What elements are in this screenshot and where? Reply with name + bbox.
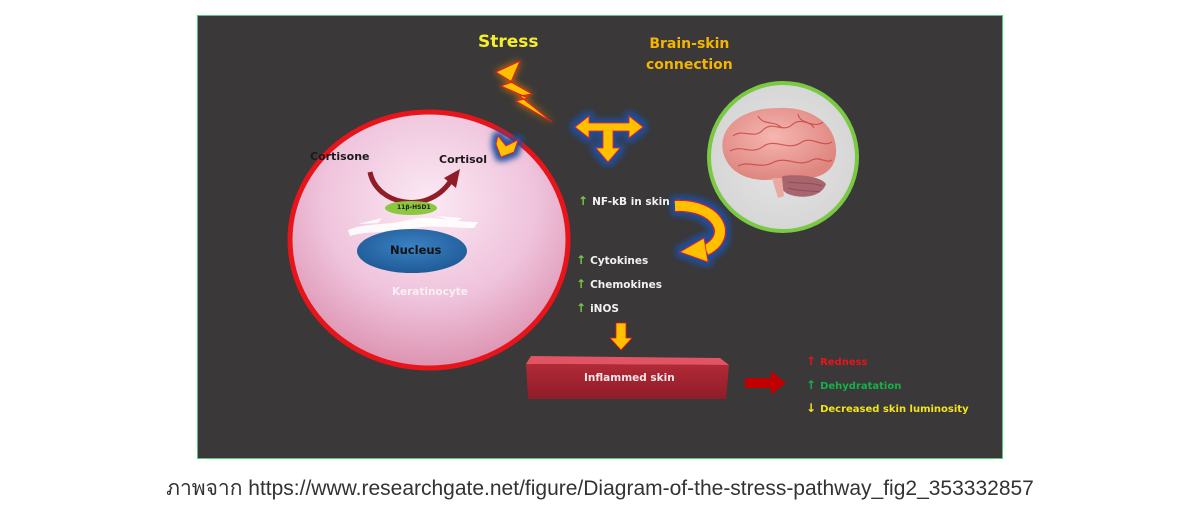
up-arrow-icon: ↑ [578,194,589,208]
chevron-arrow-icon [495,135,519,158]
enzyme-pill [385,201,437,215]
inflamed-skin-box [526,356,729,399]
nucleus-label: Nucleus [390,243,442,257]
cortisone-label: Cortisone [310,150,370,163]
brain-skin-label-line2: connection [646,57,733,73]
nfkb-item: ↑NF-kB in skin [578,194,670,208]
effect-label: Dehydratation [820,381,902,392]
diagram-graphics [287,60,859,399]
effect-item-redness: ↑Redness [806,354,868,368]
effect-label: Decreased skin luminosity [820,404,969,415]
mediator-item: ↑Chemokines [576,277,662,291]
image-source-caption: ภาพจาก https://www.researchgate.net/figu… [166,477,1034,500]
diagram-panel: Stress Brain-skin connection Cortisone C… [197,15,1003,459]
lightning-bolt-icon [494,60,553,123]
cortisol-label: Cortisol [439,153,487,166]
inos-label: iNOS [590,303,619,315]
curved-arrow-icon [674,199,726,263]
inflamed-skin-label: Inflammed skin [584,372,675,384]
up-arrow-icon: ↑ [576,277,587,291]
brain-skin-label-line1: Brain-skin [649,36,730,52]
mediator-item: ↑iNOS [576,301,619,315]
nfkb-label: NF-kB in skin [592,196,670,208]
nucleus-shape [357,229,467,273]
effect-item-dehydratation: ↑Dehydratation [806,378,901,392]
enzyme-label: 11β-HSD1 [397,204,431,211]
up-arrow-icon: ↑ [806,354,817,368]
endoplasmic-reticulum-shape [348,216,478,236]
down-arrow-icon [609,322,633,351]
effect-item-luminosity: ↓Decreased skin luminosity [806,401,969,415]
keratinocyte-label: Keratinocyte [392,286,468,298]
right-arrow-icon [745,371,786,395]
cytokines-label: Cytokines [590,255,649,267]
mediator-item: ↑Cytokines [576,253,648,267]
branching-arrow-icon [574,115,644,163]
up-arrow-icon: ↑ [576,253,587,267]
chemokines-label: Chemokines [590,279,662,291]
up-arrow-icon: ↑ [806,378,817,392]
stress-label: Stress [478,32,539,52]
up-arrow-icon: ↑ [576,301,587,315]
brain-skin-connection-label: Brain-skin connection [646,34,733,76]
down-arrow-icon: ↓ [806,401,817,415]
effect-label: Redness [820,357,868,368]
brain-image [707,81,859,233]
